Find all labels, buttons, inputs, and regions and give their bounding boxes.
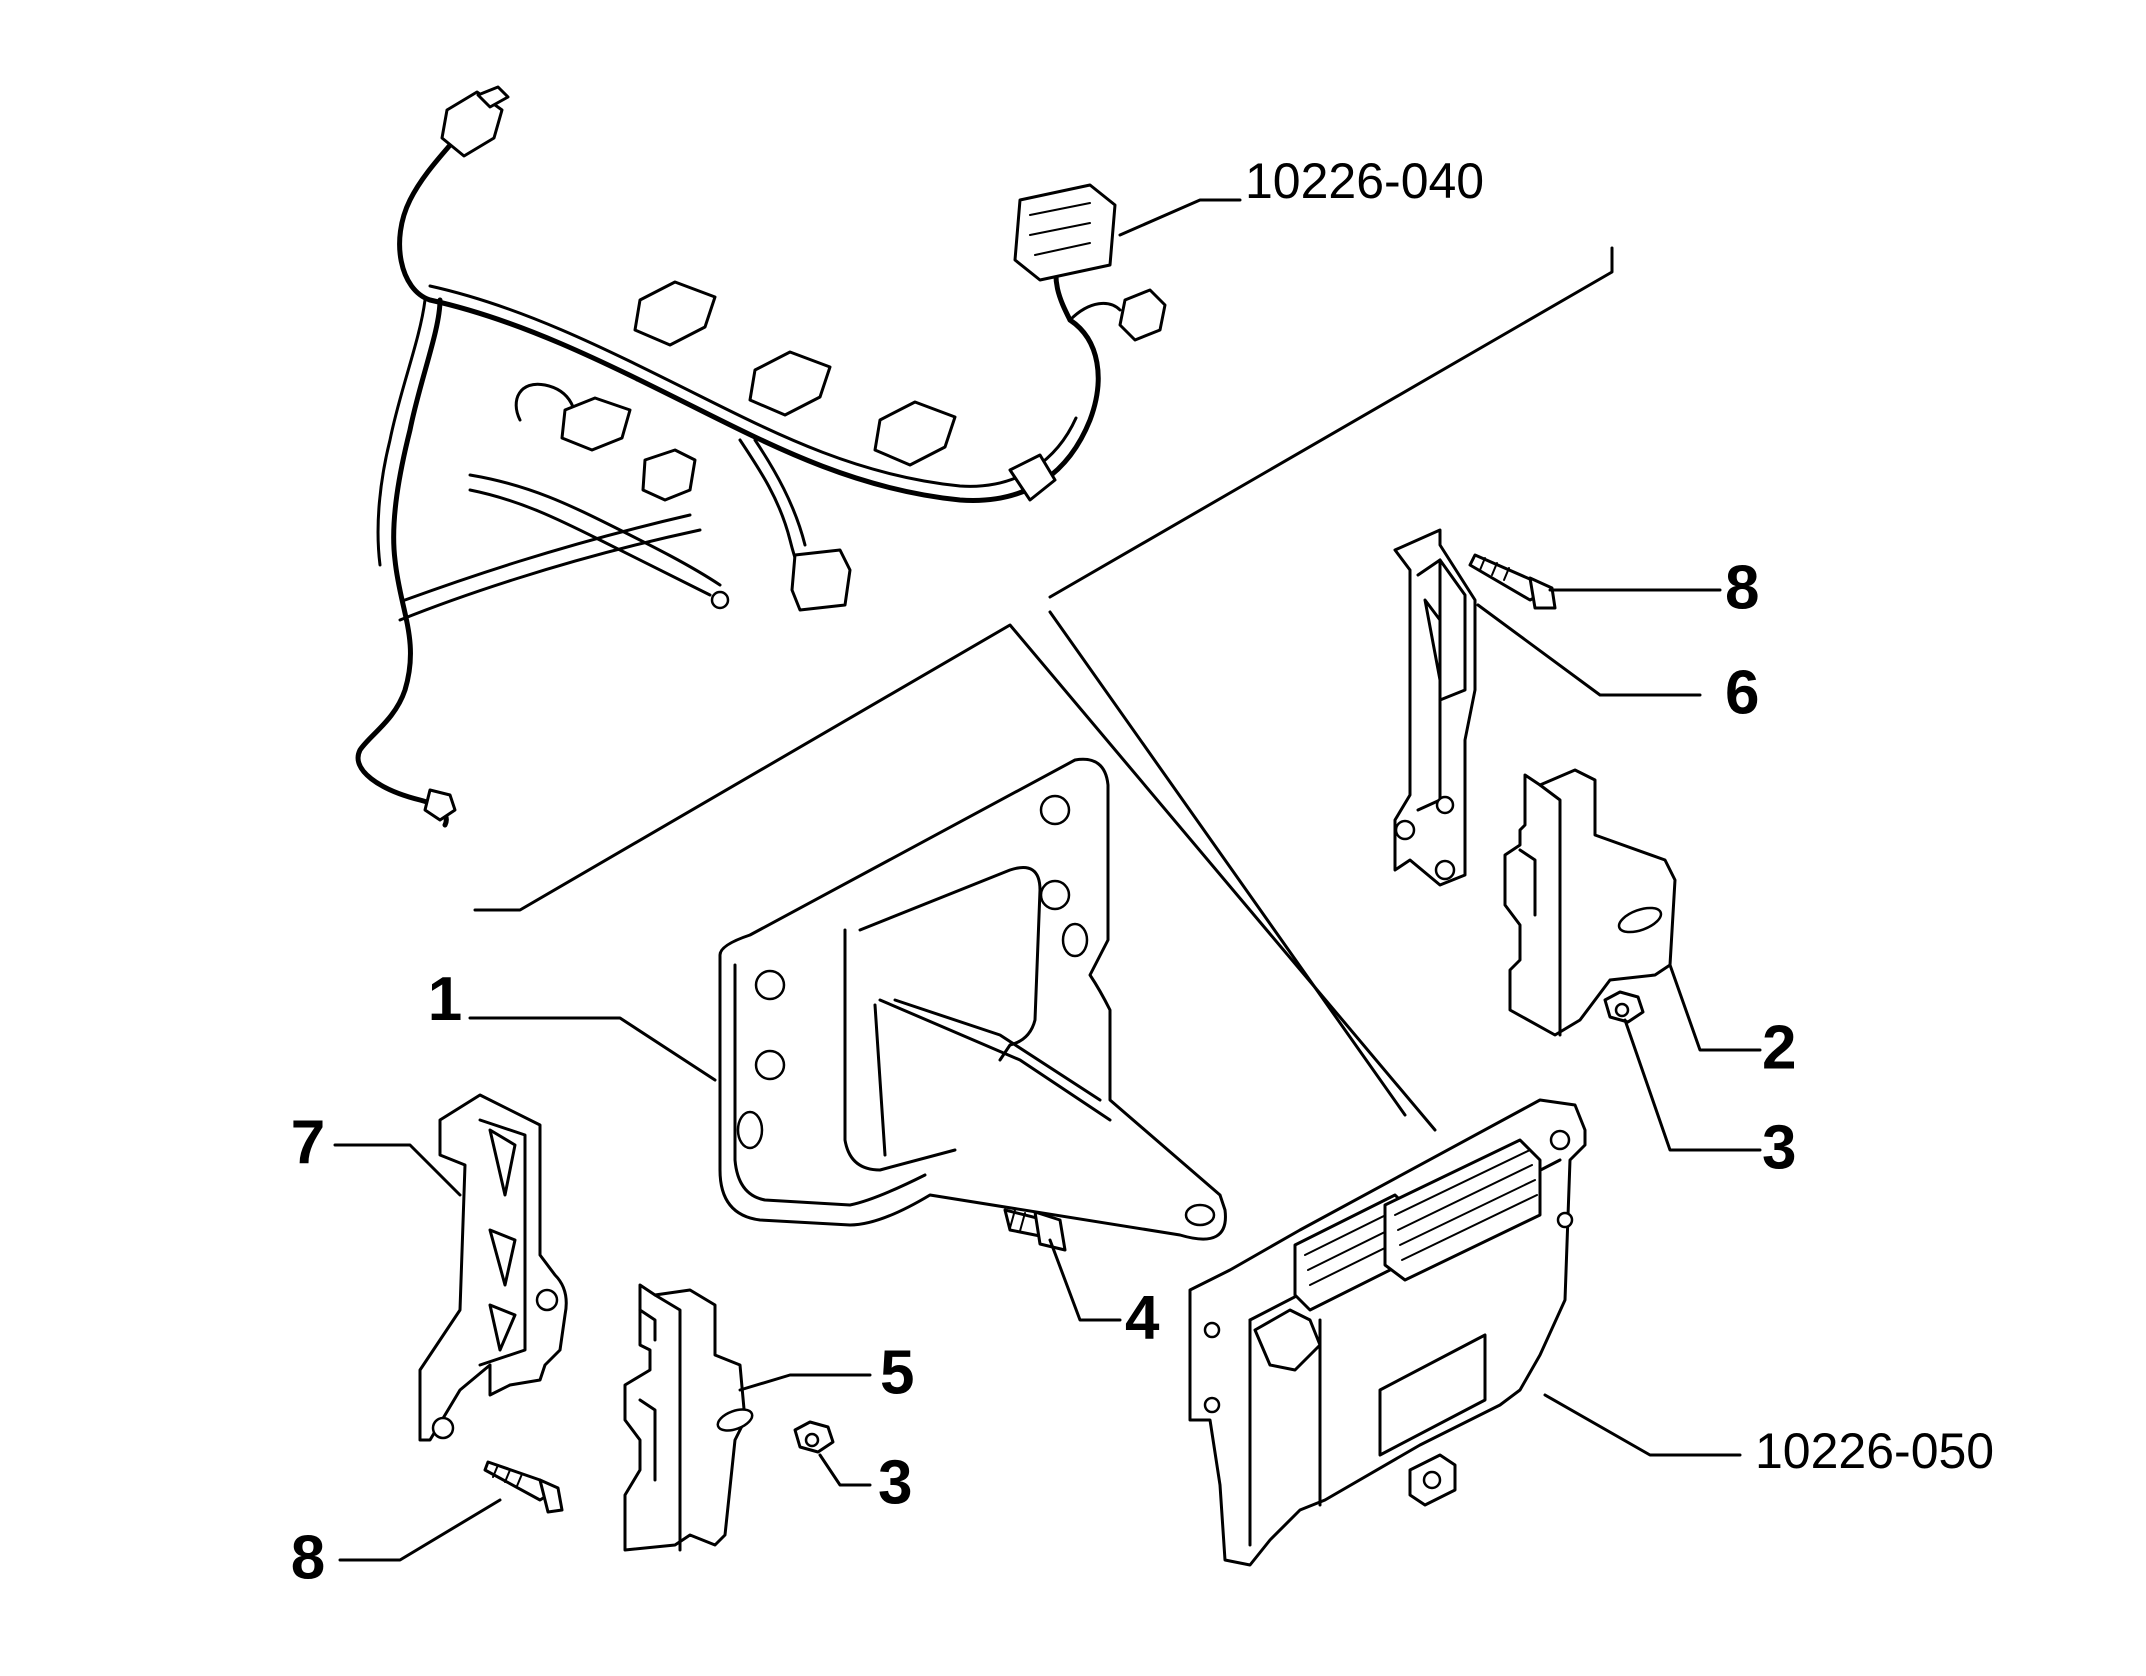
left-bracket-part-7 <box>418 1093 568 1442</box>
screw-part-8-right <box>1468 553 1557 610</box>
clip-part-2 <box>1503 768 1677 1037</box>
bolt-part-4 <box>1003 1208 1067 1252</box>
callout-5: 5 <box>880 1338 914 1407</box>
clip-part-5 <box>623 1283 754 1552</box>
nut-part-3-right <box>1603 990 1645 1024</box>
callout-8-left: 8 <box>291 1523 325 1592</box>
callout-7: 7 <box>291 1108 325 1177</box>
callout-ecu-code: 10226-050 <box>1755 1423 1994 1479</box>
nut-part-3-left <box>793 1420 835 1454</box>
main-bracket-plate <box>718 757 1227 1241</box>
callout-4: 4 <box>1125 1283 1160 1352</box>
callout-6: 6 <box>1725 658 1759 727</box>
callout-harness-code: 10226-040 <box>1245 153 1484 209</box>
screw-part-8-left <box>483 1460 564 1514</box>
leader-lines <box>333 198 1762 1562</box>
engine-control-unit <box>1188 1098 1587 1567</box>
separator-lines <box>473 246 1614 1132</box>
callout-2: 2 <box>1762 1013 1796 1082</box>
callout-1: 1 <box>428 965 462 1034</box>
callout-3-left: 3 <box>878 1448 912 1517</box>
callout-3-right: 3 <box>1762 1113 1796 1182</box>
right-bracket-part-6 <box>1393 528 1477 887</box>
wiring-harness <box>355 85 1167 828</box>
callout-8-right: 8 <box>1725 553 1759 622</box>
callout-labels: 10226-040 10226-050 1 2 3 4 5 3 6 7 8 8 <box>291 153 1994 1592</box>
